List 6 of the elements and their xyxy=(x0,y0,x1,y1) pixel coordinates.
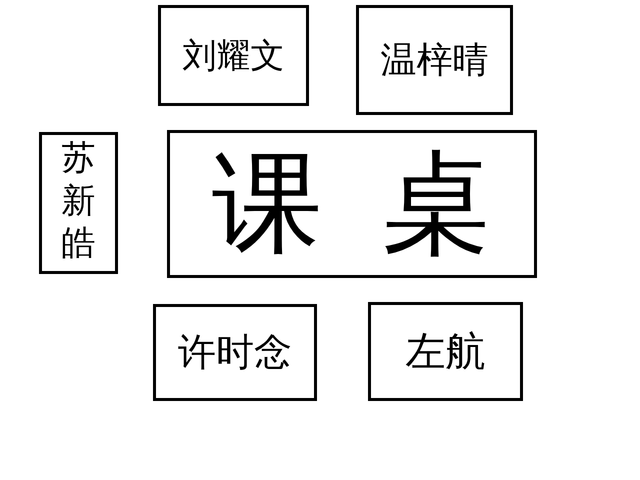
name-card: 温梓晴 xyxy=(356,5,513,115)
name-card: 苏新皓 xyxy=(39,132,118,274)
name-card: 刘耀文 xyxy=(158,5,309,106)
desk-card: 课桌 xyxy=(167,130,537,278)
name-card: 许时念 xyxy=(153,304,317,401)
name-card: 左航 xyxy=(368,302,523,401)
